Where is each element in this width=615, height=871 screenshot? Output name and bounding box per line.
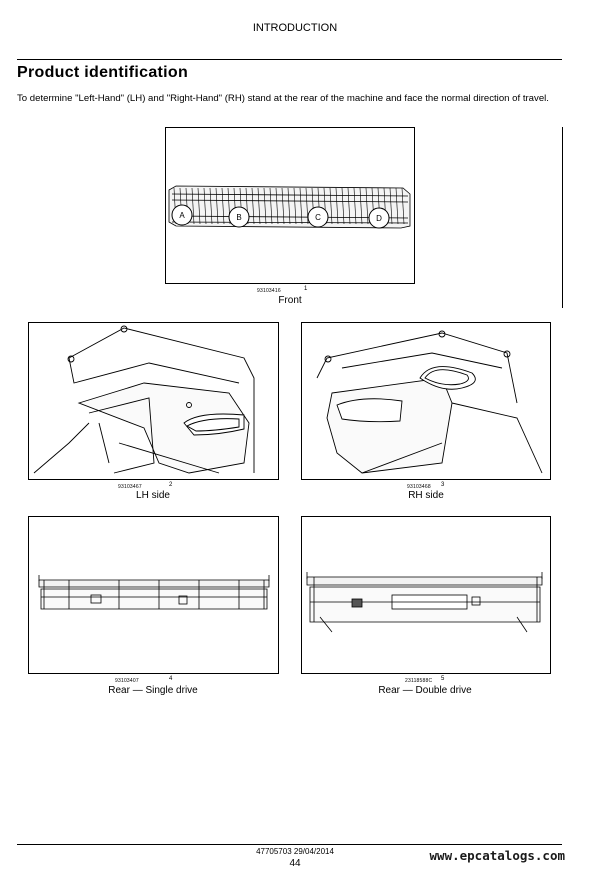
figure-5-number: 5 (441, 676, 445, 682)
front-header-illustration: A B C D (168, 185, 411, 229)
callout-c: C (315, 213, 321, 222)
header-rule (17, 59, 562, 60)
callout-d: D (376, 214, 382, 223)
figure-rh-side-frame (301, 322, 551, 480)
figure-3-number: 3 (441, 482, 445, 488)
callout-a: A (179, 211, 185, 220)
figure-1-caption: Front (278, 295, 302, 306)
side-rule (562, 127, 563, 308)
figure-2-caption: LH side (136, 490, 170, 501)
figure-3-code: 93103468 (407, 484, 431, 490)
figure-4-code: 93103407 (115, 678, 139, 684)
rear-double-drive-illustration (306, 572, 543, 633)
figure-5-caption: Rear — Double drive (378, 685, 472, 696)
figure-2-code: 93103467 (118, 484, 142, 490)
intro-paragraph: To determine "Left-Hand" (LH) and "Right… (17, 93, 549, 104)
rear-single-drive-illustration (38, 575, 270, 610)
figure-4-number: 4 (169, 676, 173, 682)
footer-document-code: 47705703 29/04/2014 (256, 847, 334, 856)
footer-page-number: 44 (289, 858, 301, 869)
callout-b: B (236, 213, 241, 222)
figure-lh-side-frame (28, 322, 279, 480)
figure-rear-single-frame (28, 516, 279, 674)
figure-rear-double-frame (301, 516, 551, 674)
figure-front-frame: A B C D (165, 127, 415, 284)
rh-side-illustration (316, 330, 543, 474)
section-title: Product identification (17, 64, 189, 81)
figure-5-code: 23118588C (405, 678, 433, 684)
watermark-text: www.epcatalogs.com (429, 848, 565, 863)
footer-rule (17, 844, 562, 845)
figure-4-caption: Rear — Single drive (108, 685, 198, 696)
figure-2-number: 2 (169, 482, 173, 488)
page-header-title: INTRODUCTION (252, 22, 338, 34)
figure-1-number: 1 (304, 286, 308, 292)
lh-side-illustration (33, 325, 255, 474)
figure-1-code: 93103416 (257, 288, 281, 294)
figure-3-caption: RH side (408, 490, 444, 501)
